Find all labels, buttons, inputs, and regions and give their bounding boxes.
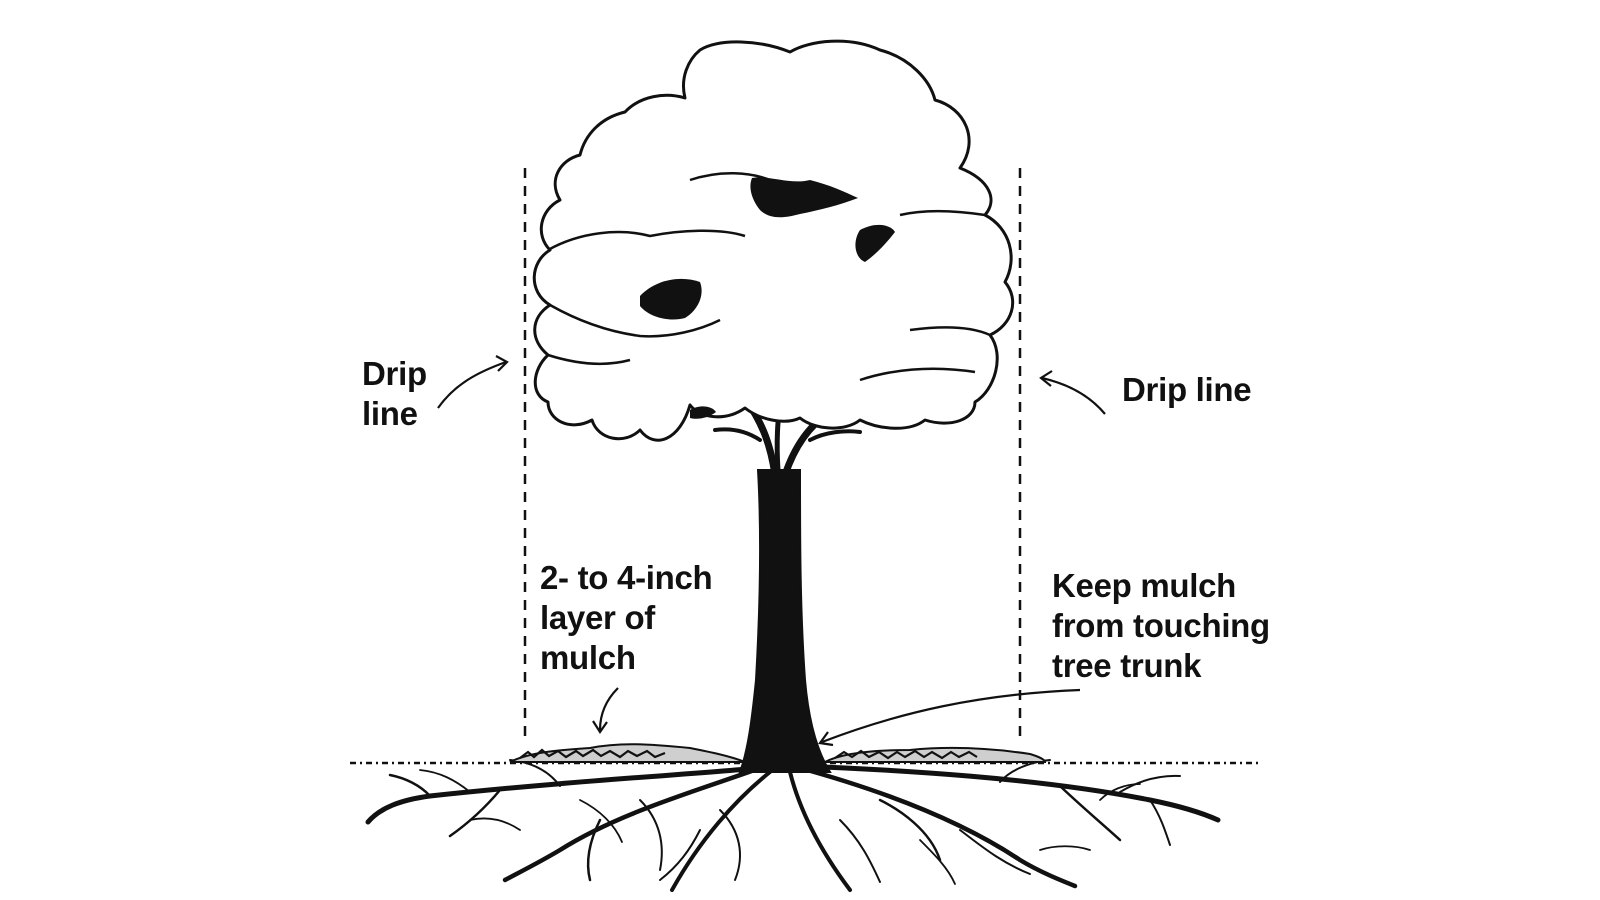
label-line: 2- to 4-inch (540, 559, 713, 596)
arrow-keep-mulch (821, 688, 1081, 744)
label-line: mulch (540, 639, 636, 676)
arrows (437, 355, 1106, 747)
drip-line-left-label: Drip line (362, 354, 427, 434)
arrow-drip-left-head (495, 355, 509, 372)
tree-canopy (532, 39, 1015, 442)
label-line: line (362, 395, 418, 432)
arrow-mulch-layer-head (592, 720, 608, 734)
arrow-drip-right-head (1039, 370, 1053, 387)
drip-line-right-label: Drip line (1122, 370, 1252, 410)
arrow-drip-right (1041, 376, 1106, 415)
mulch-layer-label: 2- to 4-inch layer of mulch (540, 558, 713, 678)
label-line: layer of (540, 599, 655, 636)
label-line: Drip (362, 355, 427, 392)
roots (365, 759, 1221, 892)
arrow-drip-left (437, 360, 507, 409)
tree-trunk (738, 469, 832, 773)
label-line: tree trunk (1052, 647, 1202, 684)
arrow-mulch-layer (598, 687, 619, 731)
label-line: Keep mulch (1052, 567, 1237, 604)
keep-mulch-label: Keep mulch from touching tree trunk (1052, 566, 1270, 686)
canopy-branch-patches (640, 177, 895, 419)
arrow-keep-mulch-head (818, 731, 834, 747)
mulch-layer (509, 743, 1047, 763)
label-line: from touching (1052, 607, 1270, 644)
label-line: Drip line (1122, 371, 1252, 408)
